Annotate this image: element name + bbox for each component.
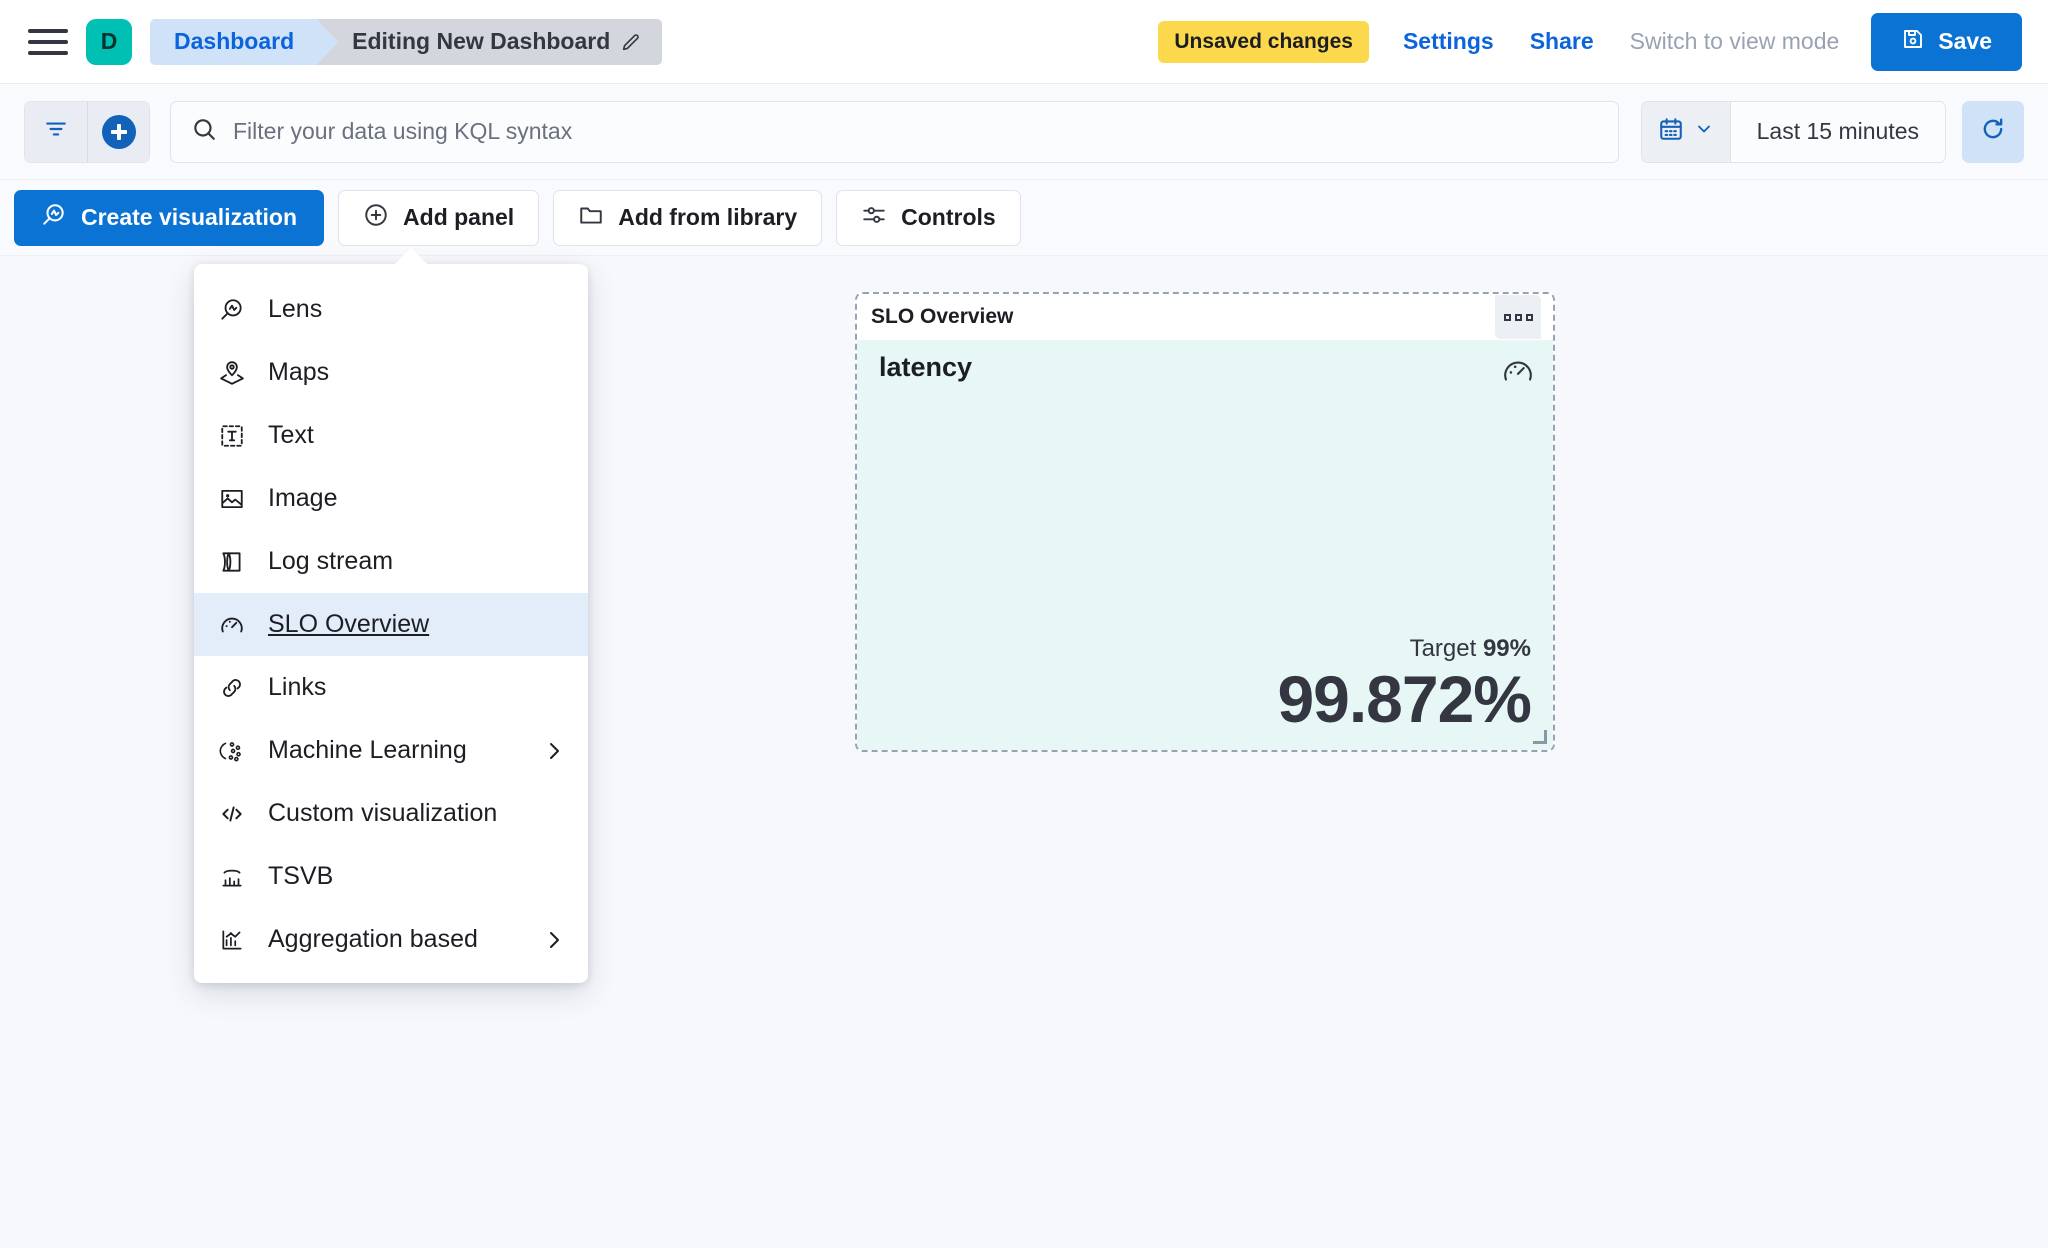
filter-icon bbox=[43, 116, 69, 147]
app-header: D Dashboard Editing New Dashboard Unsave… bbox=[0, 0, 2048, 84]
menu-item-links[interactable]: Links bbox=[194, 656, 588, 719]
chevron-down-icon bbox=[1694, 119, 1714, 144]
slo-overview-panel[interactable]: SLO Overview latency Target 99% bbox=[855, 292, 1555, 752]
breadcrumb-dashboard-label: Dashboard bbox=[174, 28, 295, 54]
refresh-button[interactable] bbox=[1962, 100, 2024, 163]
refresh-icon bbox=[1979, 115, 2007, 148]
menu-item-label: Text bbox=[268, 421, 314, 449]
menu-item-text[interactable]: Text bbox=[194, 404, 588, 467]
maps-icon bbox=[218, 359, 246, 387]
menu-item-aggregation-based[interactable]: Aggregation based bbox=[194, 908, 588, 971]
plus-circle-icon bbox=[101, 114, 136, 149]
panel-title: SLO Overview bbox=[871, 305, 1014, 328]
save-button[interactable]: Save bbox=[1871, 12, 2022, 71]
menu-item-label: Lens bbox=[268, 295, 323, 323]
controls-label: Controls bbox=[901, 204, 996, 230]
query-bar: Filter your data using KQL syntax Last 1… bbox=[0, 84, 2048, 180]
filter-options-button[interactable] bbox=[25, 101, 87, 162]
menu-item-label: Links bbox=[268, 673, 327, 701]
link-icon bbox=[218, 674, 246, 702]
panel-header: SLO Overview bbox=[857, 294, 1553, 340]
aggregation-icon bbox=[218, 926, 246, 954]
date-quick-select-button[interactable] bbox=[1641, 101, 1731, 162]
slo-target-label: Target bbox=[1409, 634, 1477, 662]
menu-item-machine-learning[interactable]: Machine Learning bbox=[194, 719, 588, 782]
breadcrumb-item-editing[interactable]: Editing New Dashboard bbox=[316, 18, 663, 65]
pencil-icon[interactable] bbox=[620, 31, 642, 53]
lens-icon bbox=[41, 202, 67, 234]
time-range-display[interactable]: Last 15 minutes bbox=[1730, 101, 1945, 162]
controls-button[interactable]: Controls bbox=[836, 189, 1021, 246]
menu-item-log-stream[interactable]: Log stream bbox=[194, 530, 588, 593]
search-input-placeholder: Filter your data using KQL syntax bbox=[233, 118, 573, 144]
folder-icon bbox=[578, 202, 604, 234]
gauge-icon bbox=[1501, 354, 1535, 393]
tsvb-icon bbox=[218, 863, 246, 891]
machine-learning-icon bbox=[218, 737, 246, 765]
search-input[interactable]: Filter your data using KQL syntax bbox=[170, 100, 1619, 163]
gauge-icon bbox=[218, 611, 246, 639]
create-visualization-button[interactable]: Create visualization bbox=[14, 189, 325, 246]
menu-item-lens[interactable]: Lens bbox=[194, 278, 588, 341]
add-panel-button[interactable]: Add panel bbox=[338, 189, 540, 246]
slo-target: Target 99% bbox=[879, 635, 1531, 663]
menu-item-label: TSVB bbox=[268, 862, 334, 890]
panel-options-icon[interactable] bbox=[1495, 295, 1541, 339]
share-link[interactable]: Share bbox=[1529, 28, 1594, 54]
menu-item-tsvb[interactable]: TSVB bbox=[194, 845, 588, 908]
create-visualization-label: Create visualization bbox=[81, 204, 298, 230]
dashboard-canvas: Lens Maps Text bbox=[0, 248, 2048, 1248]
save-button-label: Save bbox=[1938, 28, 1992, 54]
settings-link[interactable]: Settings bbox=[1402, 28, 1494, 54]
dashboard-edit-toolbar: Create visualization Add panel Add from … bbox=[0, 180, 2048, 256]
calendar-icon bbox=[1658, 116, 1684, 147]
menu-item-maps[interactable]: Maps bbox=[194, 341, 588, 404]
header-actions: Unsaved changes Settings Share Switch to… bbox=[1158, 12, 2022, 71]
menu-item-slo-overview[interactable]: SLO Overview bbox=[194, 593, 588, 656]
log-stream-icon bbox=[218, 548, 246, 576]
breadcrumb-editing-label: Editing New Dashboard bbox=[352, 28, 611, 54]
menu-item-label: Maps bbox=[268, 358, 330, 386]
chevron-right-icon bbox=[542, 928, 566, 952]
slo-stats: Target 99% 99.872% bbox=[879, 635, 1532, 736]
date-picker: Last 15 minutes bbox=[1640, 100, 1946, 163]
slo-panel-body: latency Target 99% 99.872% bbox=[857, 340, 1553, 750]
breadcrumb-item-dashboard[interactable]: Dashboard bbox=[150, 18, 339, 65]
menu-item-label: Image bbox=[268, 484, 338, 512]
slo-name: latency bbox=[879, 352, 973, 382]
unsaved-changes-badge[interactable]: Unsaved changes bbox=[1158, 20, 1369, 63]
add-panel-menu: Lens Maps Text bbox=[194, 248, 588, 983]
menu-item-label: Aggregation based bbox=[268, 925, 478, 953]
chevron-right-icon bbox=[542, 739, 566, 763]
hamburger-menu-icon[interactable] bbox=[28, 21, 70, 63]
breadcrumb: Dashboard Editing New Dashboard bbox=[150, 18, 663, 65]
switch-to-view-mode-link[interactable]: Switch to view mode bbox=[1629, 28, 1840, 54]
save-disk-icon bbox=[1901, 27, 1925, 57]
slo-sli-value: 99.872% bbox=[1277, 661, 1532, 736]
add-from-library-button[interactable]: Add from library bbox=[553, 189, 823, 246]
search-icon bbox=[191, 116, 217, 147]
plus-circle-outline-icon bbox=[363, 202, 389, 234]
add-panel-label: Add panel bbox=[403, 204, 515, 230]
space-avatar[interactable]: D bbox=[86, 18, 132, 65]
add-filter-button[interactable] bbox=[87, 101, 149, 162]
text-icon bbox=[218, 422, 246, 450]
menu-item-label: SLO Overview bbox=[268, 610, 430, 638]
slo-target-value: 99% bbox=[1482, 634, 1531, 662]
sliders-icon bbox=[861, 202, 887, 234]
panel-resize-handle[interactable] bbox=[1533, 730, 1547, 744]
menu-item-custom-visualization[interactable]: Custom visualization bbox=[194, 782, 588, 845]
code-icon bbox=[218, 800, 246, 828]
menu-item-label: Log stream bbox=[268, 547, 394, 575]
lens-icon bbox=[218, 296, 246, 324]
menu-item-label: Machine Learning bbox=[268, 736, 467, 764]
add-from-library-label: Add from library bbox=[618, 204, 798, 230]
image-icon bbox=[218, 485, 246, 513]
menu-item-image[interactable]: Image bbox=[194, 467, 588, 530]
menu-item-label: Custom visualization bbox=[268, 799, 498, 827]
filter-controls-group bbox=[24, 100, 150, 163]
